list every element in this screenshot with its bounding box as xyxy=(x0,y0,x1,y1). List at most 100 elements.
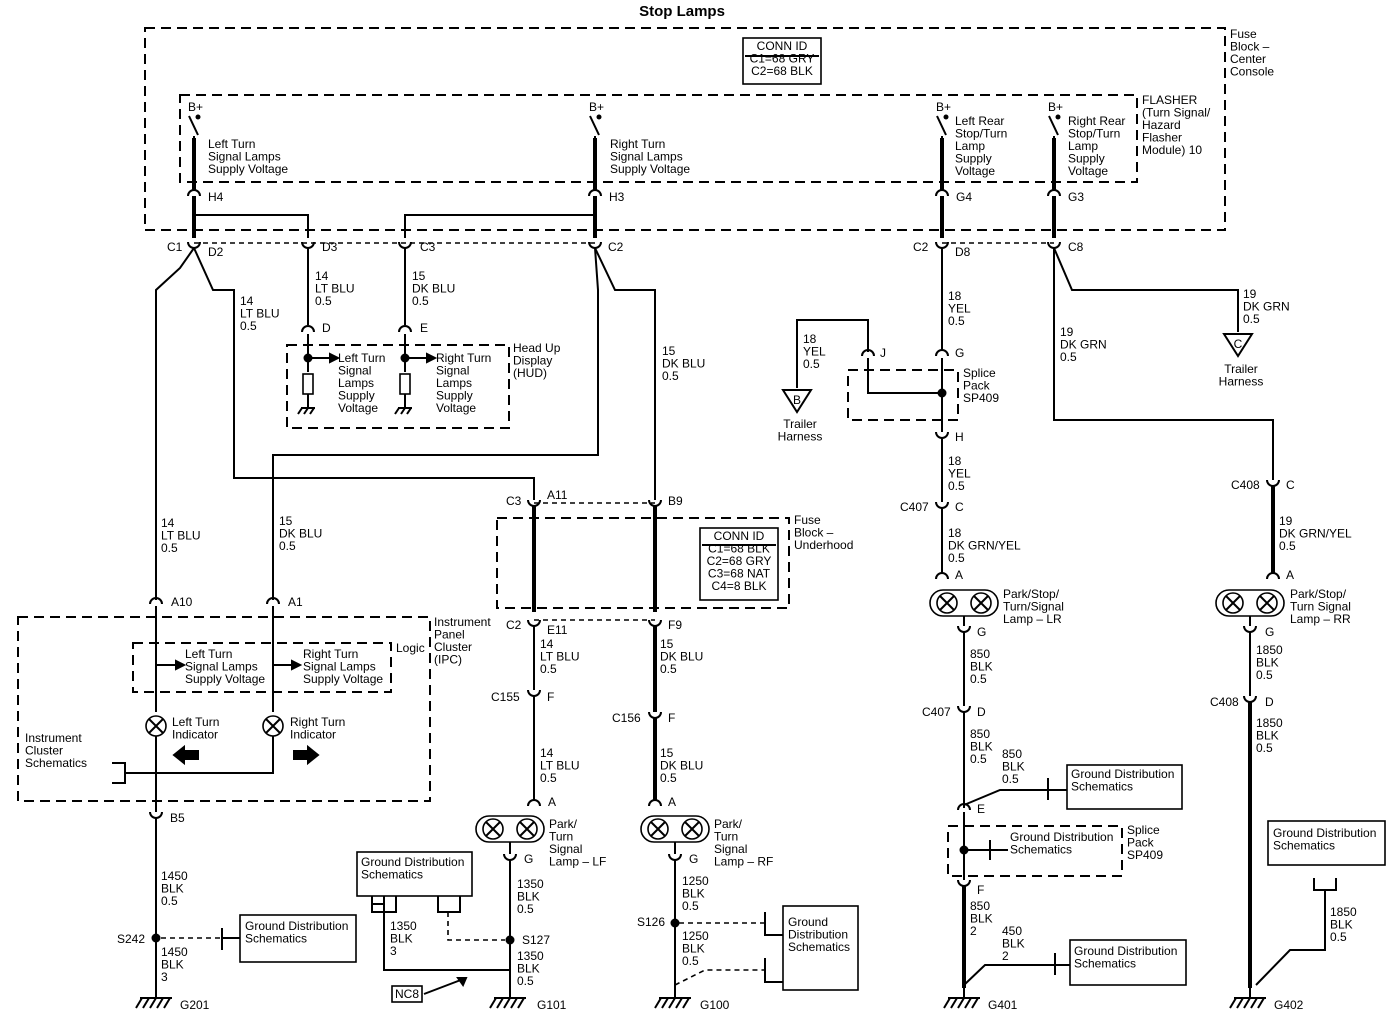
pin-c408-c: C xyxy=(1286,478,1295,492)
lamp-rr-label-line: Park/Stop/ xyxy=(1290,587,1347,601)
wire-label-19-dkgrn-trailer-line: DK GRN xyxy=(1243,300,1290,314)
ground-g101-label: G101 xyxy=(537,998,567,1012)
wire-label-15-dkblu-c3-line: DK BLU xyxy=(412,282,455,296)
ipc-label-line: Cluster xyxy=(434,640,472,654)
splice-pack-sp409-outline xyxy=(847,369,959,421)
connector-lf-g xyxy=(503,853,517,861)
flasher-label-line: FLASHER xyxy=(1142,93,1198,107)
ground-g101-hatch xyxy=(489,997,497,1009)
pin-lf-a: A xyxy=(548,795,556,809)
lamp-lr-label-line: Park/Stop/ xyxy=(1003,587,1060,601)
wire-label-15-dkblu-f9-line: DK BLU xyxy=(660,650,703,664)
hud-text-left-line: Left Turn xyxy=(338,351,385,365)
wire-label-1250-blk-rf-line: 0.5 xyxy=(682,899,699,913)
supply-label-right_rear-line: Stop/Turn xyxy=(1068,127,1120,141)
hud-text-left-line: Voltage xyxy=(338,401,378,415)
wire-label-1250-blk-rf-line: BLK xyxy=(682,887,705,901)
connector-h3 xyxy=(588,189,602,197)
wire-label-850-blk-gd-line: 850 xyxy=(1002,747,1022,761)
splice-s127-label: S127 xyxy=(522,933,550,947)
wire-d2-a11 xyxy=(193,247,535,500)
ground-dist-box-s242 xyxy=(239,914,357,963)
wire-label-14-ltblu-d2-line: 14 xyxy=(240,294,254,308)
ground-g100-hatch xyxy=(668,997,676,1009)
connector-hud-e xyxy=(398,325,412,333)
wire-label-1350-blk3-line: BLK xyxy=(390,932,413,946)
connector-h4 xyxy=(187,189,201,197)
pin-d8: D8 xyxy=(955,245,971,259)
ground-dist-box-g401 xyxy=(1069,939,1187,986)
ground-g100-label: G100 xyxy=(700,998,730,1012)
wire-c8-trailer-c xyxy=(1053,247,1239,332)
ground-g101 xyxy=(494,988,526,999)
pin-c408-d: D xyxy=(1265,695,1274,709)
connector-rf-g xyxy=(668,853,682,861)
wire-label-1450-blk3-line: 3 xyxy=(161,970,168,984)
conn-id-underhood-text-line: C4=8 BLK xyxy=(711,579,766,593)
wire-label-450-blk2-line: BLK xyxy=(1002,937,1025,951)
wire-label-850-blk-lr-line: BLK xyxy=(970,660,993,674)
hud-resistor-right xyxy=(399,373,411,395)
connector-a10 xyxy=(149,597,163,605)
lamp-lf-label-line: Turn xyxy=(549,830,573,844)
connector-c407-c xyxy=(935,501,949,509)
wire-label-450-blk2-line: 2 xyxy=(1002,949,1009,963)
wire-label-19-dkgrnyel-line: DK GRN/YEL xyxy=(1279,527,1352,541)
pin-c155-f: F xyxy=(547,690,554,704)
pin-d2: D2 xyxy=(208,245,224,259)
wire-label-1850-blk-gd-line: BLK xyxy=(1330,918,1353,932)
wire-splice-ground-dist-top xyxy=(963,789,1048,806)
nc8-box xyxy=(391,985,423,1003)
trailer-c-connector-letter: C xyxy=(1234,337,1243,351)
ground-g100-hatch xyxy=(661,997,669,1009)
pin-c3: C3 xyxy=(420,240,436,254)
lamp-rf-bulb-right-x xyxy=(684,821,700,837)
wire-label-15-dkblu-a1-line: 15 xyxy=(279,514,293,528)
splice-pack-dot xyxy=(937,388,947,398)
wire-label-1450-blk-line: 0.5 xyxy=(161,894,178,908)
pin-c2c: C2 xyxy=(506,618,522,632)
pin-lr-a: A xyxy=(955,568,963,582)
pin-c407a: C407 xyxy=(900,500,929,514)
ground-g402-hatch xyxy=(1257,997,1265,1009)
pin-rf-g: G xyxy=(689,852,698,866)
hud-resistor-left xyxy=(302,373,314,395)
wire-label-19-dkgrn-trailer-line: 0.5 xyxy=(1243,312,1260,326)
wire-j-trailer-b xyxy=(796,319,869,388)
pin-b5: B5 xyxy=(170,811,185,825)
hud-label-line: (HUD) xyxy=(513,366,547,380)
wire-label-19-dkgrnyel-line: 19 xyxy=(1279,514,1293,528)
ipc-left-indicator-label-line: Left Turn xyxy=(172,715,219,729)
wire-label-18-yel-c2-line: 0.5 xyxy=(948,314,965,328)
supply-switch-left_turn xyxy=(188,115,199,138)
ground-g401-hatch xyxy=(964,997,972,1009)
ground-dist-lr-top-text-line: Ground Distribution xyxy=(1071,767,1174,781)
ipc-left-supply-line: Supply Voltage xyxy=(185,672,265,686)
wire-label-850-blk-c407-line: 850 xyxy=(970,727,990,741)
ground-g101-hatch xyxy=(510,997,518,1009)
ground-g100-hatch xyxy=(654,997,662,1009)
wire-label-1850-blk-rr-line: 0.5 xyxy=(1256,668,1273,682)
connector-c156 xyxy=(648,711,662,719)
ground-dist-lr-top-text-line: Schematics xyxy=(1071,780,1133,794)
ground-dist-s242-bracket xyxy=(221,928,240,950)
wire-label-15-dkblu-f9-line: 15 xyxy=(660,637,674,651)
hud-text-right-line: Lamps xyxy=(436,376,472,390)
ground-dist-sp409b-bracket xyxy=(989,840,1008,860)
wire-label-850-blk-lr-line: 0.5 xyxy=(970,672,987,686)
pin-sp409-g: G xyxy=(955,346,964,360)
hud-label-line: Display xyxy=(513,354,552,368)
